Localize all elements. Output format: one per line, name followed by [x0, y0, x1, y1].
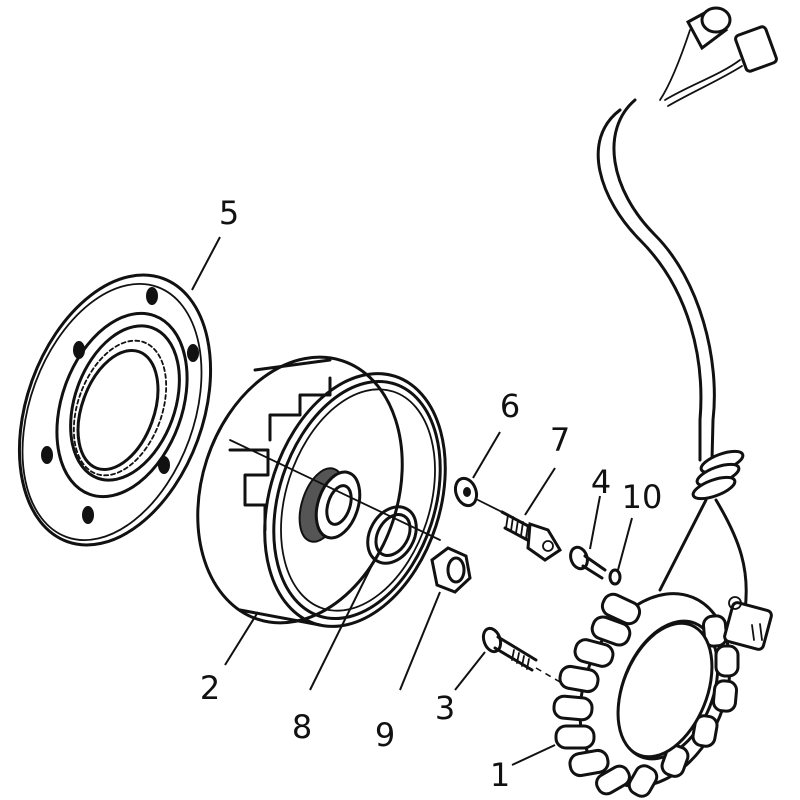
flat-washer-part [309, 505, 418, 691]
block-connector [664, 25, 778, 107]
callout-2: 2 [199, 669, 221, 707]
round-connector [659, 6, 732, 101]
leader-10 [617, 517, 633, 571]
callout-10: 10 [621, 478, 663, 516]
stator-part [511, 592, 740, 798]
starter-clutch-part [17, 236, 221, 547]
pickup-connector [723, 596, 773, 651]
washer-part [453, 431, 503, 513]
callout-8: 8 [291, 708, 313, 746]
leader-1 [511, 744, 556, 766]
wire-harness [596, 6, 778, 651]
leader-8 [309, 564, 373, 691]
leader-9 [399, 591, 441, 691]
callout-6: 6 [499, 387, 521, 425]
socket-bolt-part [500, 467, 563, 562]
leader-4 [589, 495, 601, 550]
leader-6 [472, 431, 501, 479]
small-washer-part [608, 517, 633, 586]
callout-1: 1 [489, 756, 511, 794]
grommet [691, 449, 745, 501]
callout-3: 3 [434, 689, 456, 727]
pickup-screw-part [569, 495, 607, 580]
callout-5: 5 [218, 194, 240, 232]
callout-4: 4 [590, 463, 612, 501]
leader-7 [524, 467, 556, 516]
leader-5 [191, 236, 221, 291]
flywheel-part [196, 355, 447, 666]
callout-7: 7 [549, 421, 571, 459]
leader-3 [454, 651, 486, 691]
nut-part [399, 546, 472, 691]
stator-bolt-part [454, 626, 561, 691]
callout-9: 9 [374, 716, 396, 754]
leader-2 [224, 611, 259, 666]
